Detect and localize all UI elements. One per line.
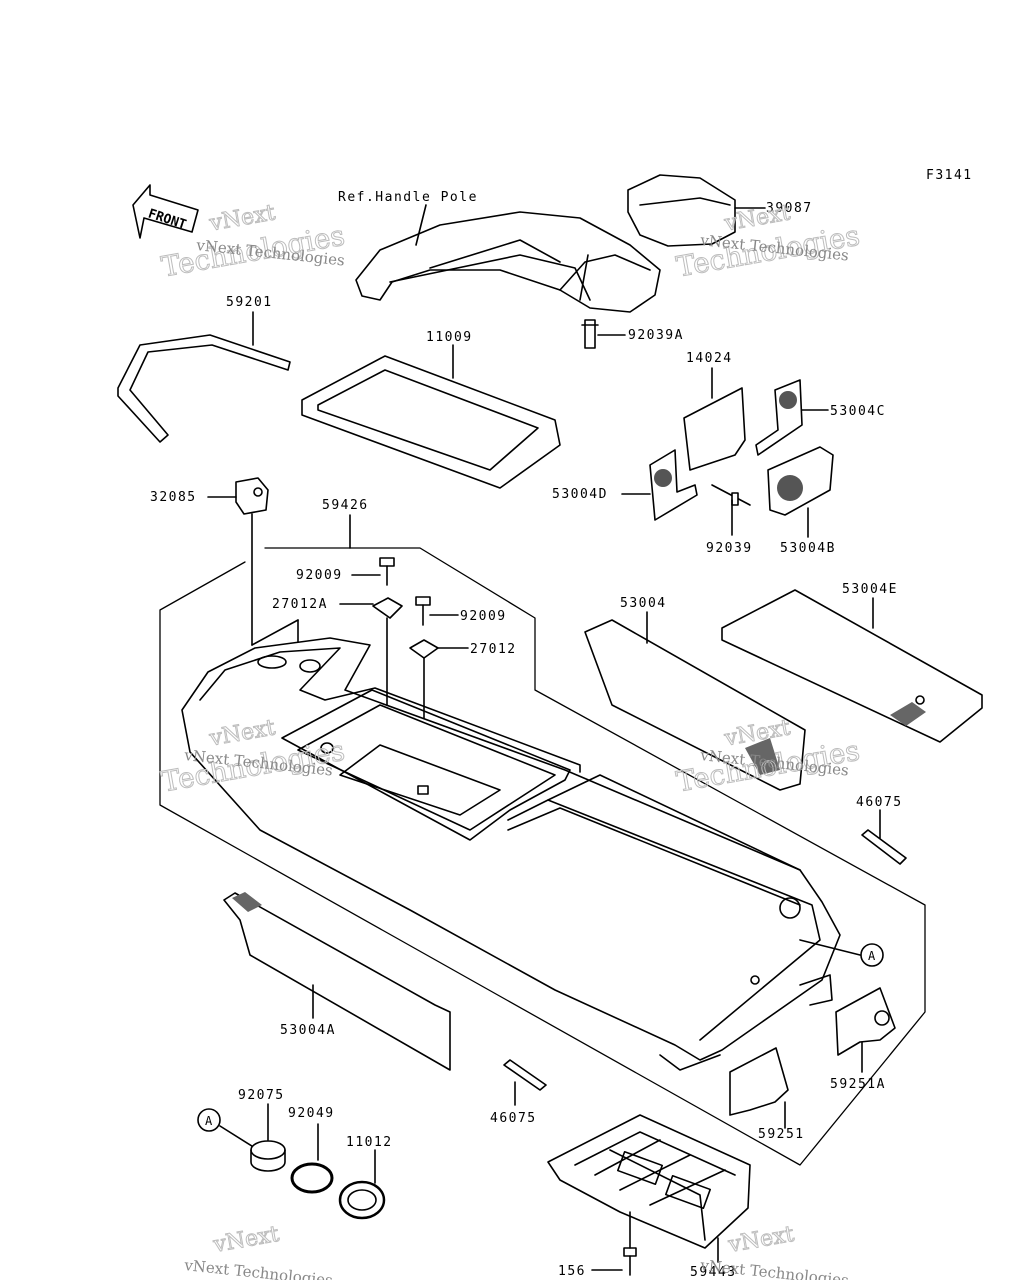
part-92039A: 92039A	[581, 319, 684, 349]
marker-a-hull: A	[868, 949, 876, 963]
marker-a-label: A	[205, 1114, 213, 1128]
part-14024: 14024	[683, 351, 746, 471]
label-14024: 14024	[686, 351, 733, 366]
label-92049: 92049	[288, 1106, 335, 1121]
label-53004C: 53004C	[830, 404, 886, 419]
label-27012A: 27012A	[272, 597, 328, 612]
label-53004: 53004	[620, 596, 667, 611]
label-59251A: 59251A	[830, 1077, 886, 1092]
part-53004A: 53004A	[223, 892, 451, 1071]
watermark-bottom-left: vNext	[211, 1222, 281, 1258]
jet-ski-hull: A	[181, 637, 884, 1071]
part-92009-upper: 92009	[296, 557, 395, 586]
handle-pole: Ref.Handle Pole	[338, 190, 661, 313]
watermark-bottom-right: vNext	[726, 1222, 796, 1258]
part-53004C: 53004C	[755, 379, 886, 456]
part-92039: 92039	[706, 484, 753, 556]
part-53004D: 53004D	[552, 449, 698, 521]
part-59443: 59443	[547, 1114, 751, 1280]
marker-a-detail: A	[197, 1108, 256, 1149]
part-39087: 39087	[627, 174, 813, 247]
label-39087: 39087	[766, 201, 813, 216]
label-53004A: 53004A	[280, 1023, 336, 1038]
part-11009: 11009	[301, 330, 561, 489]
label-92039: 92039	[706, 541, 753, 556]
part-53004: 53004	[584, 596, 806, 791]
part-46075-upper: 46075	[856, 795, 907, 865]
part-92009-lower: 92009	[415, 596, 507, 626]
part-27012A: 27012A	[272, 597, 403, 721]
label-46075-upper: 46075	[856, 795, 903, 810]
part-53004B: 53004B	[767, 446, 836, 556]
watermark-line-bottom-left: vNext Technologies	[183, 1256, 334, 1280]
part-59201: 59201	[117, 295, 291, 443]
label-11009: 11009	[426, 330, 473, 345]
label-59251: 59251	[758, 1127, 805, 1142]
part-92075: 92075	[238, 1088, 286, 1172]
label-11012: 11012	[346, 1135, 393, 1150]
label-32085: 32085	[150, 490, 197, 505]
label-92009-upper: 92009	[296, 568, 343, 583]
label-59443: 59443	[690, 1265, 737, 1280]
label-59426: 59426	[322, 498, 369, 513]
label-156: 156	[558, 1264, 586, 1279]
label-27012: 27012	[470, 642, 517, 657]
part-92049: 92049	[288, 1106, 335, 1194]
part-59251A: 59251A	[830, 987, 896, 1092]
label-92039A: 92039A	[628, 328, 684, 343]
front-arrow-icon: FRONT	[132, 184, 199, 239]
part-46075-lower: 46075	[490, 1059, 547, 1126]
label-46075-lower: 46075	[490, 1111, 537, 1126]
ref-handle-pole-label: Ref.Handle Pole	[338, 190, 478, 205]
label-53004D: 53004D	[552, 487, 608, 502]
part-32085: 32085	[150, 477, 269, 646]
label-92009-lower: 92009	[460, 609, 507, 624]
part-53004E: 53004E	[721, 582, 983, 743]
diagram-code: F3141	[926, 168, 973, 183]
label-53004E: 53004E	[842, 582, 898, 597]
label-92075: 92075	[238, 1088, 285, 1103]
part-59251: 59251	[729, 1047, 805, 1142]
watermark-top-left: vNext Technologies	[158, 200, 347, 284]
label-53004B: 53004B	[780, 541, 836, 556]
part-11012: 11012	[338, 1135, 393, 1220]
label-59201: 59201	[226, 295, 273, 310]
part-156: 156	[558, 1211, 637, 1279]
